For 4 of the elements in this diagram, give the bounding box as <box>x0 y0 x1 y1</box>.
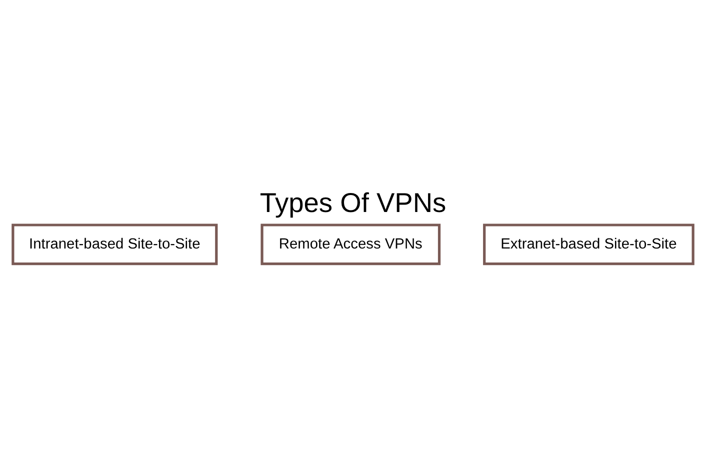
diagram-title: Types Of VPNs <box>260 187 446 218</box>
node-box: Remote Access VPNs <box>260 224 441 266</box>
node-box: Intranet-based Site-to-Site <box>12 224 218 266</box>
node-box: Extranet-based Site-to-Site <box>483 224 694 266</box>
